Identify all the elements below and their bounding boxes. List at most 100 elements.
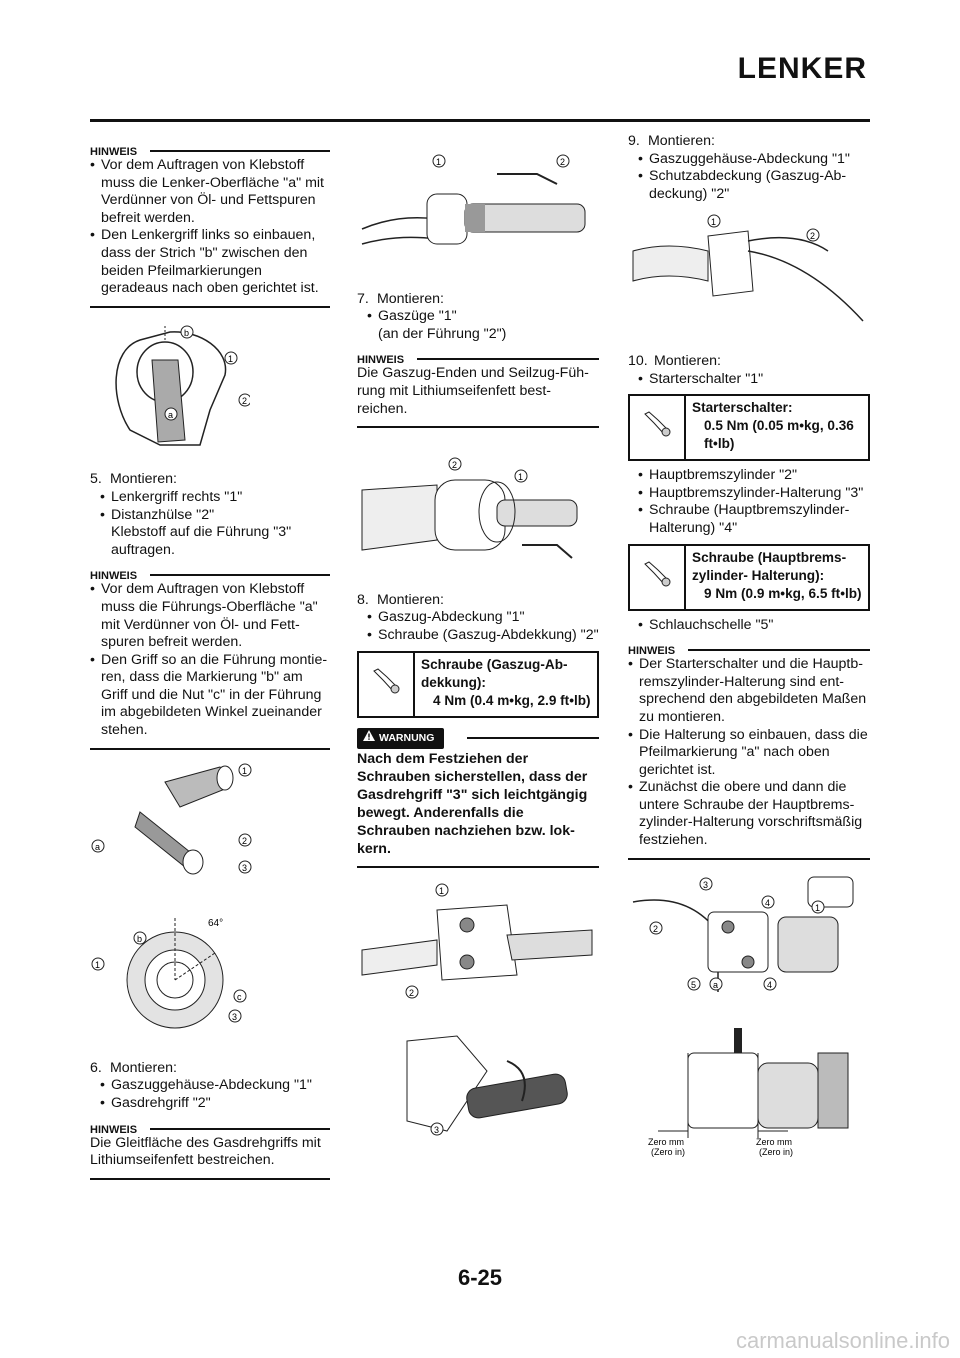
step-8-list: Gaszug-Abdeckung "1" Schraube (Gaszug-Ab… (357, 609, 599, 644)
note-header: HINWEIS (628, 642, 870, 658)
divider (357, 426, 599, 429)
note-text: Die Gleitfläche des Gasdrehgriffs mit Li… (90, 1134, 321, 1169)
step-9-list: Gaszuggehäuse-Abdeckung "1" Schutzabdeck… (628, 151, 870, 204)
svg-text:Zero mm: Zero mm (648, 1137, 684, 1147)
warning-header: WARNUNG (357, 727, 599, 750)
spec-name: Schraube (Hauptbrems-zylinder- Halterung… (692, 549, 847, 583)
torque-wrench-icon (359, 652, 415, 716)
step-10-list-3: Schlauchschelle "5" (628, 617, 870, 635)
svg-text:1: 1 (95, 960, 100, 970)
svg-text:2: 2 (452, 460, 457, 470)
throttle-cover-illustration: 1 2 (361, 883, 593, 999)
cable-guide-illustration: 2 1 (361, 457, 578, 559)
svg-text:2: 2 (242, 836, 247, 846)
list-item: Gaszug-Abdeckung "1" (367, 609, 599, 627)
list-item: Den Lenkergriff links so einbauen, dass … (90, 227, 330, 297)
step-5-extra: Klebstoff auf die Führung "3" auftragen. (111, 524, 292, 558)
column-1: HINWEIS Vor dem Auftragen von Klebstoff … (90, 135, 330, 1184)
svg-text:1: 1 (436, 157, 441, 167)
svg-text:Zero mm: Zero mm (756, 1137, 792, 1147)
list-item: Hauptbremszylinder-Halterung "3" (638, 485, 870, 503)
torque-wrench-icon (630, 545, 686, 609)
note-header: HINWEIS (90, 567, 330, 583)
brake-master-cylinder-illustration: 3 4 1 2 5 a 4 (632, 876, 854, 992)
warning-icon (363, 729, 375, 741)
torque-spec-box: Schraube (Hauptbrems-zylinder- Halterung… (628, 543, 870, 611)
step-5: 5. Montieren: (90, 471, 177, 488)
list-item: Schraube (Gaszug-Abdekkung) "2" (367, 627, 599, 645)
svg-text:1: 1 (711, 217, 716, 227)
divider (357, 865, 599, 868)
svg-text:2: 2 (560, 157, 565, 167)
list-item: Gaszuggehäuse-Abdeckung "1" (638, 151, 870, 169)
svg-text:2: 2 (810, 231, 815, 241)
note-header: HINWEIS (90, 143, 330, 158)
list-item: Die Halterung so einbauen, dass die Pfei… (628, 727, 870, 780)
list-item: Hauptbremszylinder "2" (638, 467, 870, 485)
note-header: HINWEIS (90, 1121, 330, 1136)
svg-text:(Zero in): (Zero in) (759, 1147, 793, 1157)
svg-text:3: 3 (242, 863, 247, 873)
list-item: Gaszuggehäuse-Abdeckung "1" (100, 1077, 330, 1095)
svg-text:1: 1 (242, 766, 247, 776)
svg-text:b: b (184, 328, 189, 338)
torque-spec-box: Schraube (Gaszug-Ab-dekkung): 4 Nm (0.4 … (357, 650, 599, 718)
list-item: Starterschalter "1" (638, 371, 870, 389)
spec-value: 9 Nm (0.9 m•kg, 6.5 ft•lb) (704, 585, 862, 601)
svg-text:5: 5 (691, 980, 696, 990)
list-item: Vor dem Auftragen von Klebstoff muss die… (90, 581, 330, 651)
step-6-list: Gaszuggehäuse-Abdeckung "1" Gasdrehgriff… (90, 1077, 330, 1112)
svg-text:4: 4 (765, 898, 770, 908)
throttle-grip-illustration: 1 2 (361, 154, 586, 245)
svg-text:1: 1 (518, 472, 523, 482)
list-item: Lenkergriff rechts "1" (100, 489, 330, 507)
watermark: carmanualsonline.info (735, 1328, 950, 1353)
spec-name: Schraube (Gaszug-Ab-dekkung): (421, 656, 568, 690)
divider (90, 747, 330, 750)
list-item: Gaszüge "1" (367, 308, 599, 326)
torque-wrench-icon (630, 396, 686, 460)
divider (628, 857, 870, 860)
note-list: Der Starterschalter und die Hauptb-remsz… (628, 656, 870, 850)
list-item: Schlauchschelle "5" (638, 617, 870, 635)
svg-text:b: b (137, 934, 142, 944)
svg-text:64°: 64° (208, 918, 223, 929)
cable-housing-illustration: 1 2 (632, 214, 864, 322)
grip-illustration: b 1 2 a (115, 324, 252, 446)
step-10-list: Starterschalter "1" (628, 371, 870, 389)
note-text: Die Gaszug-Enden und Seilzug-Füh-rung mi… (357, 365, 589, 417)
step-8: 8. Montieren: (357, 591, 444, 608)
step-5-list: Lenkergriff rechts "1" Distanzhülse "2" (90, 489, 330, 524)
note-list: Vor dem Auftragen von Klebstoff muss die… (90, 581, 330, 739)
svg-text:2: 2 (242, 396, 247, 406)
svg-text:2: 2 (653, 924, 658, 934)
svg-text:4: 4 (767, 980, 772, 990)
note-header: HINWEIS (357, 351, 599, 367)
spec-value: 0.5 Nm (0.05 m•kg, 0.36 ft•lb) (704, 418, 854, 452)
list-item: Gasdrehgriff "2" (100, 1095, 330, 1113)
list-item: Den Griff so an die Führung montie-ren, … (90, 652, 330, 740)
step-9: 9. Montieren: (628, 133, 715, 149)
svg-text:a: a (168, 410, 173, 420)
step-7: 7. Montieren: (357, 290, 444, 307)
warning-text: Nach dem Festziehen der Schrauben sicher… (357, 750, 588, 857)
svg-text:3: 3 (232, 1012, 237, 1022)
list-item: Zunächst die obere und dann die untere S… (628, 779, 870, 849)
step-6: 6. Montieren: (90, 1059, 177, 1076)
svg-text:a: a (95, 842, 100, 852)
column-3: 9. Montieren: Gaszuggehäuse-Abdeckung "1… (628, 133, 870, 1177)
grip-angle-illustration: 64° b 1 c 3 (91, 918, 247, 1029)
throttle-rotation-illustration: 3 (406, 1035, 568, 1136)
torque-spec-box: Starterschalter: 0.5 Nm (0.05 m•kg, 0.36… (628, 394, 870, 462)
spec-value: 4 Nm (0.4 m•kg, 2.9 ft•lb) (433, 692, 591, 708)
divider (90, 305, 330, 308)
divider (90, 1177, 330, 1180)
note-list: Vor dem Auftragen von Klebstoff muss die… (90, 157, 330, 298)
column-2: 1 2 7. Montieren: Gaszüge "1" (an der Fü… (357, 135, 599, 1155)
svg-text:3: 3 (434, 1125, 439, 1135)
spec-name: Starterschalter: (692, 400, 793, 416)
list-item: Schutzabdeckung (Gaszug-Ab-deckung) "2" (638, 168, 870, 203)
svg-text:1: 1 (439, 886, 444, 896)
step-7-extra: (an der Führung "2") (378, 325, 507, 342)
step-10-list-2: Hauptbremszylinder "2" Hauptbremszylinde… (628, 467, 870, 537)
